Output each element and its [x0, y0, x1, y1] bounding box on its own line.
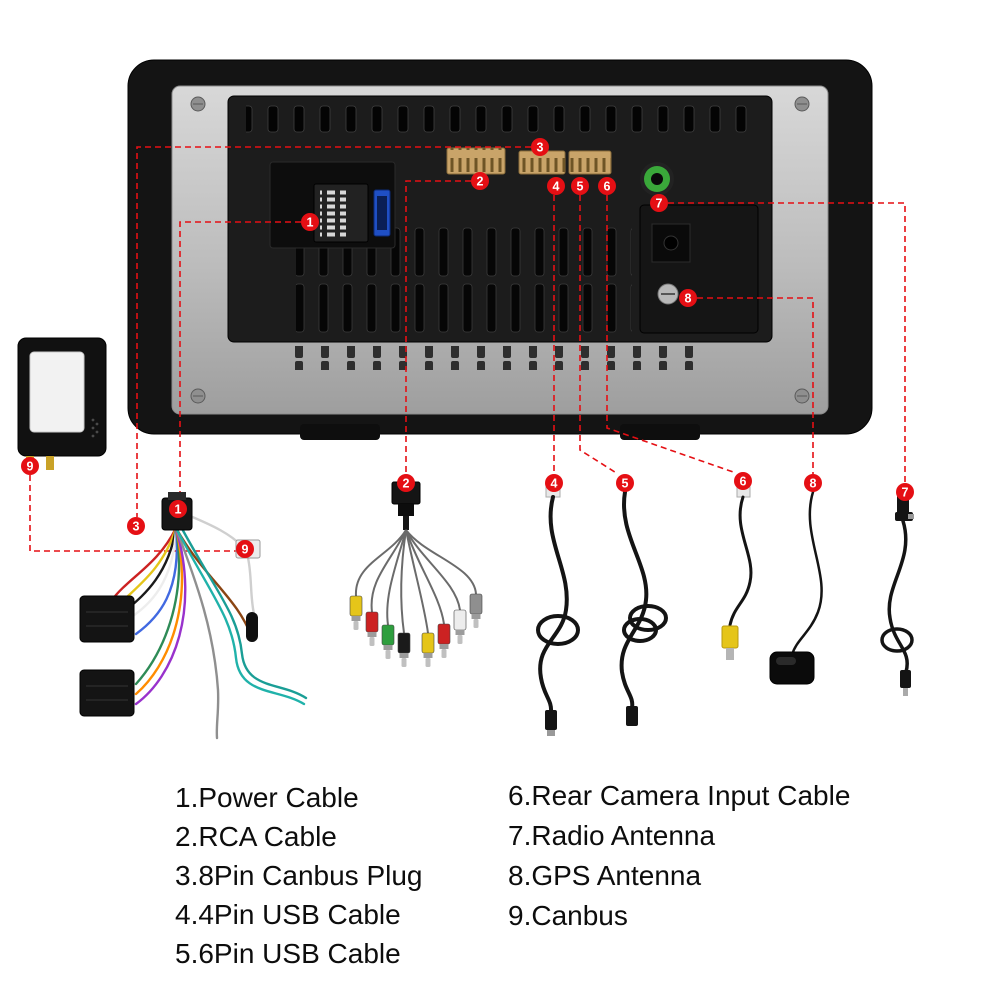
cable-badge-6: 6: [734, 472, 752, 490]
wiring-diagram: 1 2 3 4 5 6 7 8 1 2 3 4 5 6 7 8 9 9: [17, 59, 914, 740]
cable-badge-2: 2: [397, 474, 415, 492]
legend-item-canbus: 9.Canbus: [508, 900, 628, 931]
right-connector-block: [639, 204, 759, 334]
svg-text:1: 1: [307, 216, 314, 230]
svg-text:4: 4: [553, 180, 560, 194]
svg-text:2: 2: [477, 175, 484, 189]
legend-item-4pin-usb: 4.4Pin USB Cable: [175, 899, 401, 930]
callout-badge-6: 6: [598, 177, 616, 195]
callout-badge-3: 3: [531, 138, 549, 156]
svg-text:8: 8: [685, 292, 692, 306]
legend-item-6pin-usb: 5.6Pin USB Cable: [175, 938, 401, 969]
svg-text:7: 7: [902, 486, 909, 500]
rca-cable: [349, 481, 483, 667]
iso-connector-b: [79, 669, 135, 717]
cable-badge-1: 1: [169, 500, 187, 518]
svg-text:9: 9: [242, 543, 249, 557]
antenna-jack: [640, 162, 674, 196]
mounting-tab-left: [300, 424, 380, 440]
svg-text:3: 3: [537, 141, 544, 155]
callout-badges: 1 2 3 4 5 6 7 8 1 2 3 4 5 6 7 8 9 9: [21, 138, 914, 558]
legend-left-column: 1.Power Cable 2.RCA Cable 3.8Pin Canbus …: [175, 778, 423, 973]
canbus-box-screen: [29, 351, 85, 433]
legend-item-power-cable: 1.Power Cable: [175, 782, 359, 813]
power-connector-socket: [313, 183, 369, 243]
mounting-tab-right: [620, 424, 700, 440]
svg-text:7: 7: [656, 197, 663, 211]
iso-connector-a: [79, 595, 135, 643]
gps-antenna: [769, 490, 823, 685]
callout-badge-1: 1: [301, 213, 319, 231]
svg-text:5: 5: [622, 477, 629, 491]
legend-item-canbus-plug: 3.8Pin Canbus Plug: [175, 860, 423, 891]
cable-badge-4: 4: [545, 474, 563, 492]
usb-port: [373, 189, 391, 237]
head-unit: [127, 59, 873, 440]
rear-camera-cable: [721, 486, 753, 660]
svg-text:5: 5: [577, 180, 584, 194]
callout-badge-4: 4: [547, 177, 565, 195]
usb-4pin-cable: [536, 486, 580, 736]
legend-item-rear-camera: 6.Rear Camera Input Cable: [508, 780, 851, 811]
gps-puck: [769, 651, 815, 685]
cable-badge-8: 8: [804, 474, 822, 492]
cable-badge-9-harness: 9: [236, 540, 254, 558]
legend-item-rca-cable: 2.RCA Cable: [175, 821, 337, 852]
legend-right-column: 6.Rear Camera Input Cable 7.Radio Antenn…: [508, 776, 850, 936]
bottom-vent-row: [290, 346, 710, 370]
top-vent-row: [246, 104, 754, 138]
usb-6pin-cable: [619, 490, 668, 726]
camera-rca-yellow: [721, 625, 739, 649]
harness-socket-b: [568, 150, 612, 175]
power-cable: [79, 492, 308, 740]
svg-text:4: 4: [551, 477, 558, 491]
fuse-holder: [246, 612, 258, 642]
svg-text:2: 2: [403, 477, 410, 491]
rca-plugs: [349, 593, 483, 667]
harness-socket-rca: [446, 147, 506, 175]
harness-socket-a: [518, 150, 566, 175]
callout-badge-2: 2: [471, 172, 489, 190]
cable-badge-3: 3: [127, 517, 145, 535]
svg-text:6: 6: [740, 475, 747, 489]
svg-text:6: 6: [604, 180, 611, 194]
speaker-holes: [91, 418, 99, 438]
svg-text:8: 8: [810, 477, 817, 491]
legend-item-gps-antenna: 8.GPS Antenna: [508, 860, 702, 891]
callout-badge-8: 8: [679, 289, 697, 307]
canbus-pin: [46, 456, 54, 470]
svg-text:3: 3: [133, 520, 140, 534]
callout-lines: [29, 146, 906, 552]
canbus-box: [17, 337, 107, 470]
svg-text:9: 9: [27, 460, 34, 474]
cable-badge-7: 7: [896, 483, 914, 501]
cable-badge-9-box: 9: [21, 457, 39, 475]
legend-item-radio-antenna: 7.Radio Antenna: [508, 820, 716, 851]
radio-antenna-cable: [880, 495, 914, 696]
cable-badge-5: 5: [616, 474, 634, 492]
svg-text:1: 1: [175, 503, 182, 517]
callout-badge-5: 5: [571, 177, 589, 195]
callout-badge-7: 7: [650, 194, 668, 212]
